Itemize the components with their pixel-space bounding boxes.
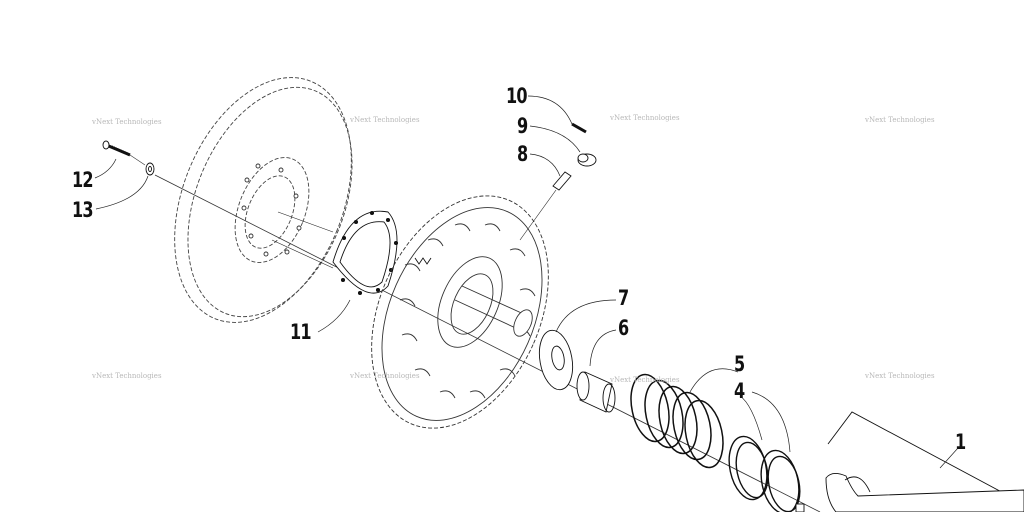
callout-7: 7 xyxy=(618,286,629,310)
ring-4 xyxy=(728,435,801,512)
callout-6: 6 xyxy=(618,316,629,340)
washer-13 xyxy=(145,162,155,176)
callout-12: 12 xyxy=(72,168,94,192)
callout-5: 5 xyxy=(734,352,745,376)
leader-10 xyxy=(527,95,573,125)
leader-1 xyxy=(939,447,959,469)
watermark-4: vNext Technologies xyxy=(865,116,935,124)
leader-7 xyxy=(555,299,617,333)
spring-5 xyxy=(630,373,724,469)
leader-9 xyxy=(529,125,581,153)
washer-7 xyxy=(538,329,574,391)
callout-11: 11 xyxy=(290,320,312,344)
leader-4a xyxy=(739,395,763,441)
callout-4: 4 xyxy=(734,379,745,403)
sheave-bolt-holes xyxy=(241,163,302,257)
leader-12 xyxy=(94,158,117,179)
leader-4b xyxy=(751,391,791,453)
leader-13 xyxy=(95,175,149,210)
watermark-1: vNext Technologies xyxy=(92,118,162,126)
callout-1: 1 xyxy=(955,430,966,454)
assembly-axis-line xyxy=(154,174,821,512)
callout-13: 13 xyxy=(72,198,94,222)
leader-6 xyxy=(589,329,617,367)
bolt-12 xyxy=(102,140,131,157)
leader-11 xyxy=(317,299,351,333)
watermark-5: vNext Technologies xyxy=(92,372,162,380)
watermark-3: vNext Technologies xyxy=(610,114,680,122)
watermark-8: vNext Technologies xyxy=(865,372,935,380)
leader-8 xyxy=(529,153,561,177)
part-1-bracket xyxy=(795,411,1024,512)
callout-9: 9 xyxy=(517,114,528,138)
callout-8: 8 xyxy=(517,142,528,166)
watermark-7: vNext Technologies xyxy=(610,376,680,384)
bushing-6 xyxy=(576,371,616,413)
movable-sheave xyxy=(371,195,549,429)
watermark-2: vNext Technologies xyxy=(350,116,420,124)
leader-5 xyxy=(689,368,739,393)
roller-9 xyxy=(577,153,597,167)
pin-10 xyxy=(571,122,587,134)
outer-sheave xyxy=(174,77,353,323)
callout-10: 10 xyxy=(506,84,528,108)
gasket-11 xyxy=(332,210,399,296)
pin-8 xyxy=(552,171,572,191)
watermark-6: vNext Technologies xyxy=(350,372,420,380)
